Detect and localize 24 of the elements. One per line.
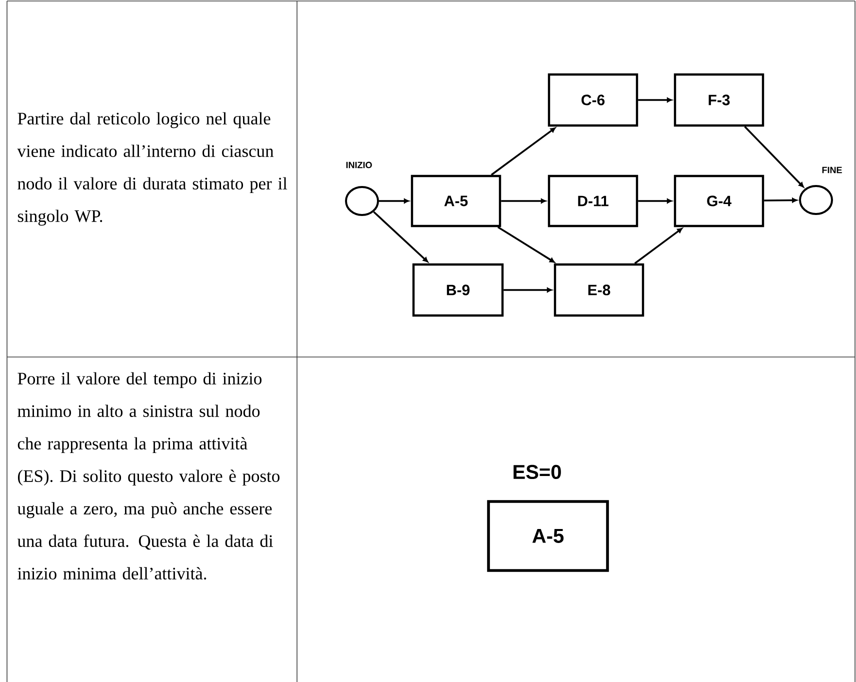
arrow [634, 228, 682, 264]
node-label: INIZIO [346, 162, 372, 168]
arrow [764, 198, 798, 203]
arrow [490, 127, 556, 176]
node-label: FINE [822, 166, 842, 174]
start-time-label: ES=0 [514, 464, 561, 480]
description-text: Partire dal reticolo logico nel quale viene indicato all’interno di ciascun nodo il valore di durata stimato per il singolo WP. [17, 112, 288, 226]
activity-box: E-8 [554, 263, 644, 317]
arrow [638, 198, 672, 204]
arrow [497, 226, 555, 263]
activity-box: F-3 [674, 73, 764, 127]
arrow [638, 98, 672, 102]
arrow [501, 198, 546, 204]
activity-box: B-9 [412, 263, 504, 317]
arrow [379, 198, 410, 204]
arrow [744, 126, 804, 188]
arrow [373, 211, 428, 262]
arrow [504, 288, 552, 292]
activity-box: A-5 [410, 174, 502, 228]
activity-box: A-5 [487, 500, 609, 572]
activity-box: C-6 [548, 73, 638, 127]
description-text: Porre il valore del tempo di inizio minimo in alto a sinistra sul nodo che rappresenta la prima attività (ES). Di solito questo valore è posto uguale a zero, ma può anche essere una data futura. Questa è la data di inizio minima dell’attività. [17, 372, 280, 580]
activity-box: D-11 [548, 174, 638, 228]
activity-box: G-4 [674, 174, 764, 228]
